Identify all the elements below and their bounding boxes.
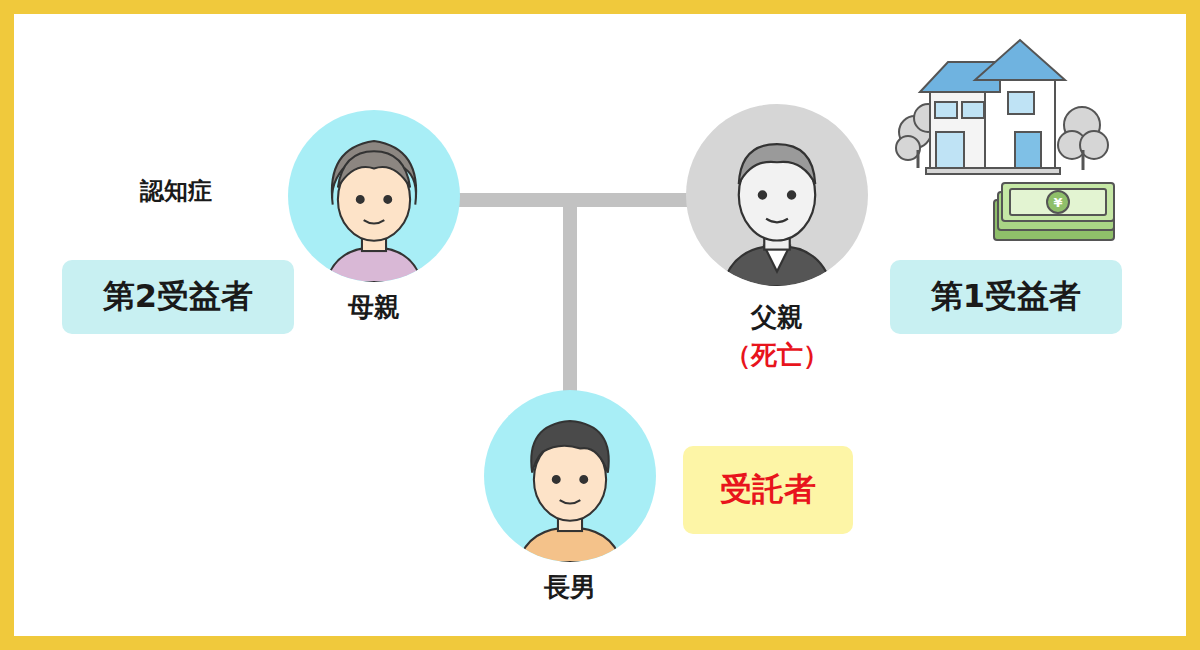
beneficiary-pill: 第2受益者 <box>62 260 294 334</box>
beneficiary-pill: 第1受益者 <box>890 260 1122 334</box>
family-line <box>570 200 688 392</box>
son-face <box>484 390 656 562</box>
role-text: 第1受益者 <box>931 275 1081 319</box>
status-note: （死亡） <box>725 338 829 373</box>
trustee-pill: 受託者 <box>683 446 853 534</box>
mother-node: 母親 <box>288 110 460 282</box>
person-name: 母親 <box>348 290 400 325</box>
father-face <box>686 104 868 286</box>
person-name: 長男 <box>544 570 596 605</box>
person-name: 父親 <box>751 300 803 335</box>
son-node: 長男 <box>484 390 656 562</box>
father-node: 父親（死亡） <box>686 104 868 286</box>
mother-face <box>288 110 460 282</box>
condition-note: 認知症 <box>140 175 212 207</box>
family-line <box>458 200 570 392</box>
role-text: 受託者 <box>720 468 816 512</box>
svg-text:¥: ¥ <box>1053 195 1062 210</box>
role-text: 第2受益者 <box>103 275 253 319</box>
